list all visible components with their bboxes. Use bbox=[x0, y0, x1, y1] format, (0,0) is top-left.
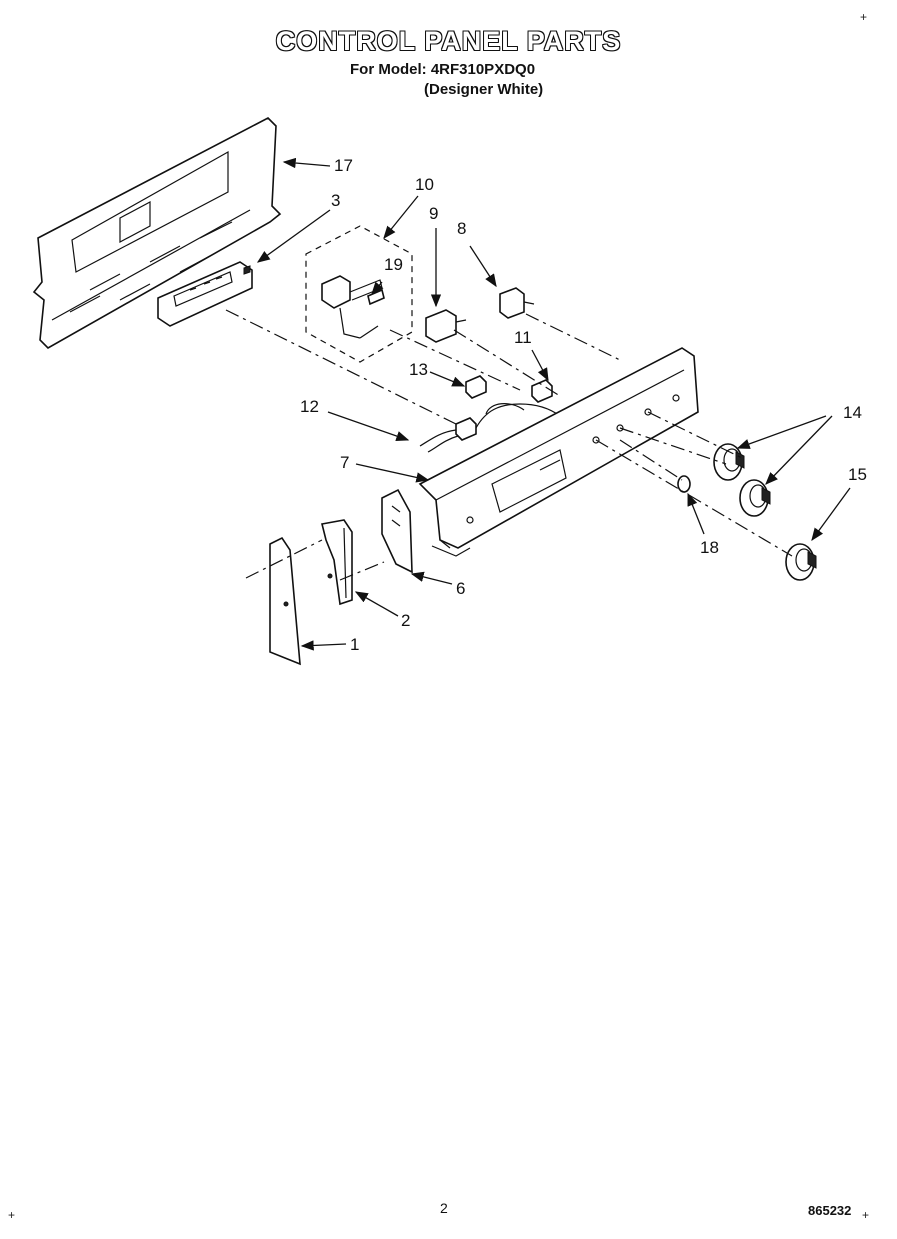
callout-17: 17 bbox=[334, 156, 353, 175]
callout-1: 1 bbox=[350, 635, 359, 654]
callout-18: 18 bbox=[700, 538, 719, 557]
part-7-console bbox=[418, 347, 699, 557]
model-number: For Model: 4RF310PXDQ0 bbox=[350, 61, 536, 78]
callout-13: 13 bbox=[409, 360, 428, 379]
callout-8: 8 bbox=[457, 219, 466, 238]
corner-mark-bottom-right: + bbox=[862, 1208, 870, 1222]
callout-12: 12 bbox=[300, 397, 319, 416]
part-14-knob-upper bbox=[713, 443, 745, 481]
part-15-knob bbox=[785, 543, 817, 581]
callout-3: 3 bbox=[331, 191, 340, 210]
part-12-wire-harness bbox=[419, 403, 561, 453]
corner-mark-bottom-left: + bbox=[8, 1208, 16, 1222]
document-code: 865232 bbox=[808, 1203, 852, 1218]
part-17-rear-panel bbox=[32, 117, 282, 349]
callout-6: 6 bbox=[456, 579, 465, 598]
page-number: 2 bbox=[440, 1200, 448, 1216]
callout-9: 9 bbox=[429, 204, 438, 223]
part-3-clock-timer bbox=[157, 261, 253, 327]
part-2-end-cap bbox=[321, 519, 353, 606]
page-title: CONTROL PANEL PARTS bbox=[275, 26, 622, 56]
part-6-bracket bbox=[381, 488, 413, 574]
part-8-switch bbox=[499, 287, 535, 319]
corner-mark-top-right: + bbox=[860, 10, 868, 24]
part-9-switch bbox=[425, 309, 467, 343]
callout-15: 15 bbox=[848, 465, 867, 484]
part-18-push-button bbox=[677, 475, 691, 493]
callout-11: 11 bbox=[514, 328, 532, 347]
callout-19: 19 bbox=[384, 255, 403, 274]
part-1-end-cap bbox=[269, 536, 301, 666]
model-variant: (Designer White) bbox=[424, 81, 544, 98]
part-10-thermostat-assembly bbox=[305, 225, 413, 363]
part-14-knob-lower bbox=[739, 479, 771, 517]
callout-10: 10 bbox=[415, 175, 434, 194]
callout-14: 14 bbox=[843, 403, 862, 422]
callout-7: 7 bbox=[340, 453, 349, 472]
part-13-terminal bbox=[465, 375, 487, 399]
callout-leaders bbox=[256, 157, 851, 651]
part-11-terminal bbox=[531, 379, 553, 403]
callout-2: 2 bbox=[401, 611, 410, 630]
